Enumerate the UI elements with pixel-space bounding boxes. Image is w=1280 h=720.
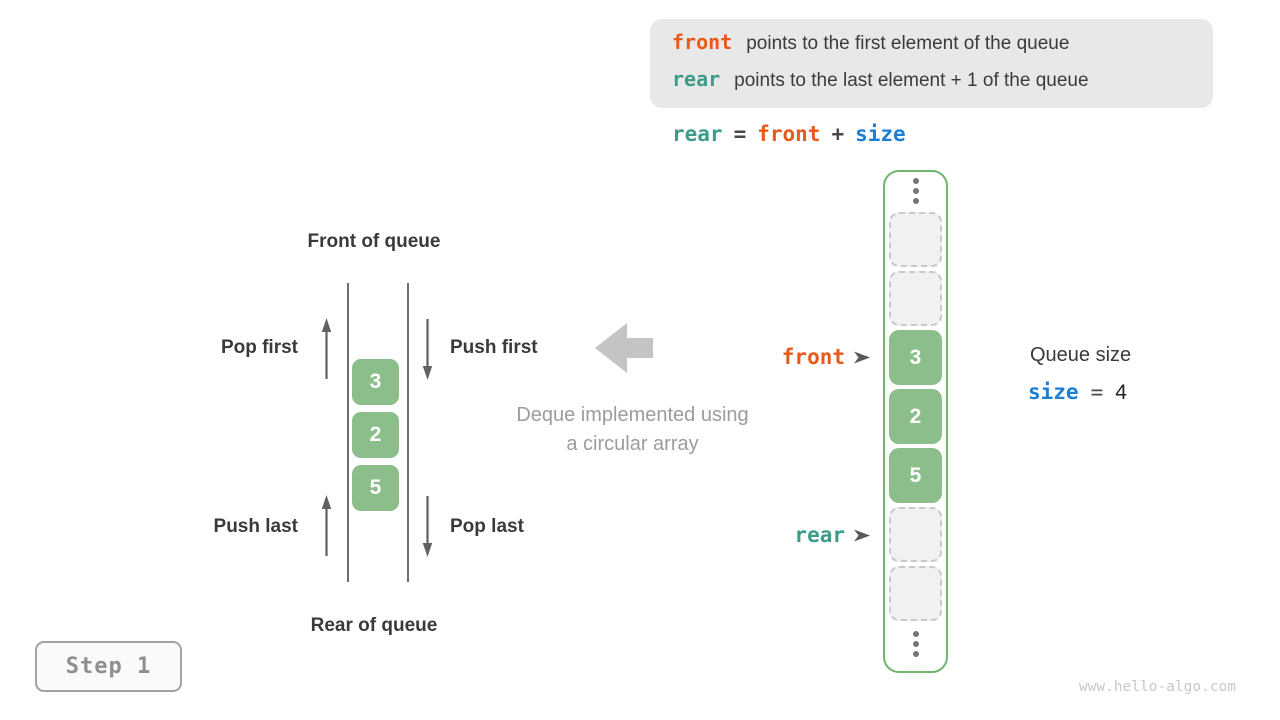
array-cell-empty (889, 212, 942, 267)
caption: Deque implemented using a circular array (480, 401, 785, 459)
legend-line-front: front points to the first element of the… (672, 30, 1213, 67)
array-cell-empty (889, 271, 942, 326)
deque-value-box: 5 (352, 465, 399, 511)
array-cell-value: 2 (889, 389, 942, 444)
queue-size-label: Queue size (1030, 344, 1132, 366)
array-cell-empty (889, 566, 942, 621)
front-pointer-arrow-icon (854, 351, 870, 363)
deque-front-label: Front of queue (307, 231, 441, 252)
size-value: 4 (1115, 381, 1127, 404)
deque-channel-line-left (347, 283, 349, 582)
formula-rear: rear (672, 122, 723, 146)
deque-rear-label: Rear of queue (310, 615, 438, 636)
deque-channel-line-right (407, 283, 409, 582)
array-cell-empty (889, 507, 942, 562)
front-keyword-description: points to the first element of the queue (746, 33, 1070, 54)
size-formula: size = 4 (1028, 380, 1127, 405)
pop-first-up-arrow-icon (321, 318, 332, 379)
watermark: www.hello-algo.com (1078, 679, 1236, 695)
front-keyword: front (672, 30, 733, 54)
pop-last-label: Pop last (450, 516, 524, 537)
big-left-arrow-icon (595, 323, 653, 373)
push-first-label: Push first (450, 337, 538, 358)
pop-first-label: Pop first (220, 337, 298, 358)
formula-equals: = (733, 122, 747, 146)
formula-size: size (855, 122, 906, 146)
front-pointer-label: front (781, 345, 845, 369)
push-last-up-arrow-icon (321, 495, 332, 556)
size-variable: size (1028, 380, 1079, 404)
ellipsis-top-icon (883, 178, 948, 204)
size-equals: = (1090, 380, 1104, 404)
deque-value-box: 2 (352, 412, 399, 458)
rear-keyword-description: points to the last element + 1 of the qu… (734, 70, 1089, 91)
rear-pointer-label: rear (794, 523, 845, 547)
front-pointer: front (700, 344, 870, 370)
rear-keyword: rear (672, 67, 721, 91)
legend-line-rear: rear points to the last element + 1 of t… (672, 67, 1213, 104)
caption-line-1: Deque implemented using (516, 404, 749, 426)
rear-pointer-arrow-icon (854, 529, 870, 541)
ellipsis-bottom-icon (883, 631, 948, 657)
pop-last-down-arrow-icon (422, 496, 433, 557)
deque-value-box: 3 (352, 359, 399, 405)
pointer-formula: rear = front + size (672, 122, 906, 146)
array-cell-value: 3 (889, 330, 942, 385)
legend-box: front points to the first element of the… (650, 19, 1213, 108)
caption-line-2: a circular array (566, 433, 699, 455)
push-last-label: Push last (213, 516, 298, 537)
push-first-down-arrow-icon (422, 319, 433, 380)
rear-pointer: rear (700, 522, 870, 548)
formula-front: front (757, 122, 821, 146)
array-cell-value: 5 (889, 448, 942, 503)
step-badge: Step 1 (35, 641, 182, 692)
formula-plus: + (831, 122, 845, 146)
